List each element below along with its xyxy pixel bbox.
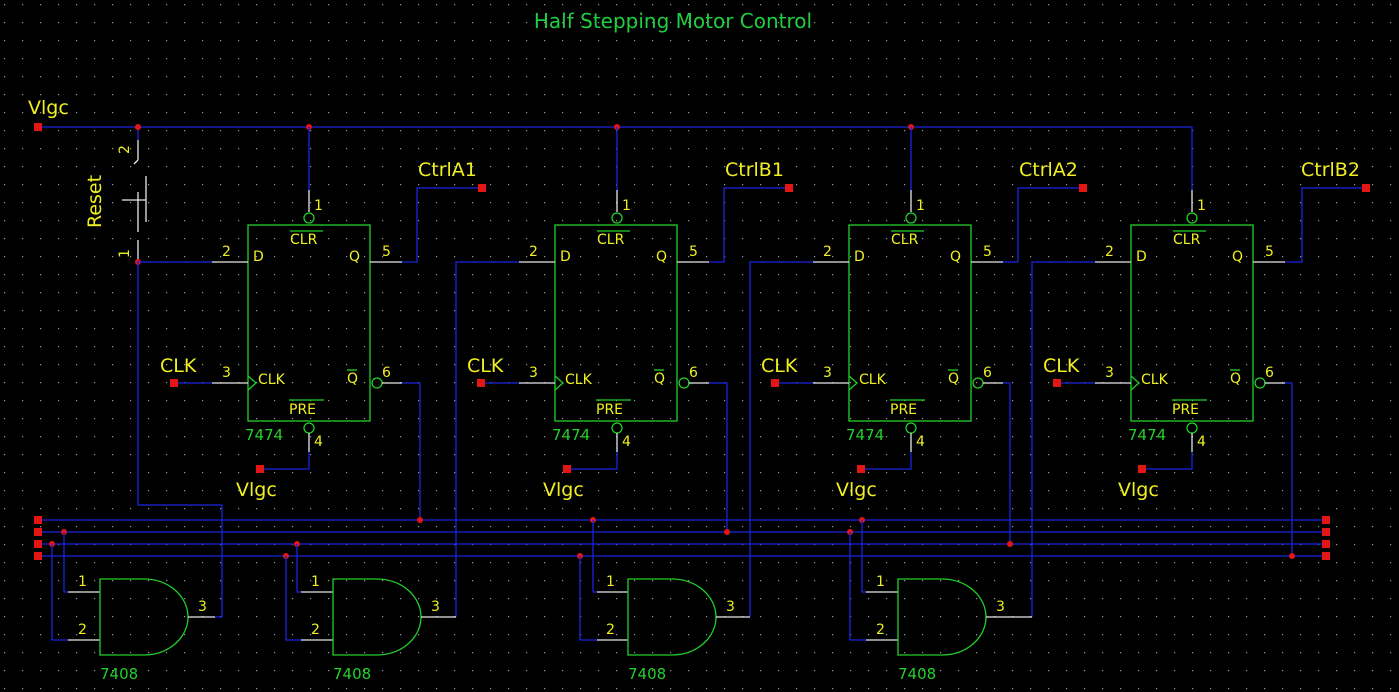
reset-switch[interactable]: Reset 2 1: [84, 140, 223, 618]
ff1-qbar-name: Q: [347, 371, 358, 387]
ctrl-b2-label: CtrlB2: [1301, 159, 1360, 181]
flipflop-7474-2: 1 CLR D 2 Q 5 CtrlB1 CLK 3 CLK Q 6 PRE 4…: [455, 124, 793, 617]
and2-pin-out: 3: [431, 599, 440, 615]
ff1-vlgc-label: Vlgc: [236, 479, 277, 501]
ff4-vlgc-label: Vlgc: [1118, 479, 1159, 501]
and2-part-name: 7408: [333, 665, 371, 683]
ff4-clr-name: CLR: [1173, 232, 1201, 248]
switch-pin-bottom: 1: [117, 249, 133, 258]
and4-pin-in1: 1: [876, 574, 885, 590]
ff2-pin-qbar: 6: [689, 365, 698, 381]
ff2-clk-name: CLK: [565, 372, 593, 388]
and2-pin-in1: 1: [311, 574, 320, 590]
ff3-vlgc-label: Vlgc: [836, 479, 877, 501]
ff3-d-name: D: [854, 249, 865, 265]
ff4-pin-qbar: 6: [1265, 365, 1274, 381]
ff4-pin-clk: 3: [1105, 365, 1114, 381]
and4-part-name: 7408: [898, 665, 936, 683]
ff3-part-name: 7474: [846, 426, 884, 444]
ff1-pin-qbar: 6: [382, 365, 391, 381]
ctrl-b1-label: CtrlB1: [725, 159, 784, 181]
vlgc-label: Vlgc: [28, 97, 69, 119]
ff1-part-name: 7474: [245, 426, 283, 444]
and3-pin-out: 3: [726, 599, 735, 615]
ff3-clk-name: CLK: [859, 372, 887, 388]
ff2-pin-q: 5: [689, 244, 698, 260]
ff3-pin-d: 2: [823, 244, 832, 260]
ff2-part-name: 7474: [552, 426, 590, 444]
ff2-d-name: D: [560, 249, 571, 265]
ff1-clr-name: CLR: [290, 232, 318, 248]
ff1-pin-clr: 1: [314, 198, 323, 214]
ff3-clk-label: CLK: [761, 355, 798, 377]
ff4-clk-label: CLK: [1043, 355, 1080, 377]
signal-bus: [34, 516, 1330, 560]
and-gate-7408-2: 1 2 3 7408: [283, 541, 456, 683]
ff3-pin-qbar: 6: [983, 365, 992, 381]
and1-pin-in1: 1: [78, 574, 87, 590]
ff2-q-name: Q: [656, 249, 667, 265]
and3-pin-in1: 1: [606, 574, 615, 590]
and-gate-7408-3: 1 2 3 7408: [577, 517, 750, 683]
and1-part-name: 7408: [100, 665, 138, 683]
ff3-pin-clk: 3: [823, 365, 832, 381]
ff4-pin-pre: 4: [1197, 434, 1206, 450]
flipflop-7474-1: 1 CLR D 2 Q 5 CtrlA1 CLK 3 CLK Q 6 PRE 4…: [138, 124, 486, 520]
ff1-clk-name: CLK: [258, 372, 286, 388]
ff3-pin-clr: 1: [916, 198, 925, 214]
ff2-vlgc-label: Vlgc: [543, 479, 584, 501]
ff1-pin-d: 2: [222, 244, 231, 260]
ff2-clk-label: CLK: [467, 355, 504, 377]
ff4-part-name: 7474: [1128, 426, 1166, 444]
schematic-title: Half Stepping Motor Control: [534, 9, 812, 33]
ff1-pin-pre: 4: [314, 434, 323, 450]
and-gate-7408-1: 1 2 3 7408: [49, 529, 215, 683]
ff1-clk-label: CLK: [160, 355, 197, 377]
and3-pin-in2: 2: [606, 622, 615, 638]
ff3-pin-q: 5: [983, 244, 992, 260]
ff3-qbar-name: Q: [948, 371, 959, 387]
ff2-pin-d: 2: [529, 244, 538, 260]
ctrl-a2-label: CtrlA2: [1019, 159, 1078, 181]
and-gate-7408-4: 1 2 3 7408: [847, 517, 1032, 683]
ff1-d-name: D: [253, 249, 264, 265]
ff3-pre-name: PRE: [890, 402, 917, 418]
ff4-d-name: D: [1136, 249, 1147, 265]
ff2-clr-name: CLR: [597, 232, 625, 248]
ff4-pin-q: 5: [1265, 244, 1274, 260]
switch-pin-top: 2: [117, 145, 133, 154]
ff1-pin-q: 5: [382, 244, 391, 260]
ff3-q-name: Q: [950, 249, 961, 265]
flipflop-7474-4: 1 CLR D 2 Q 5 CtrlB2 CLK 3 CLK Q 6 PRE 4…: [1031, 159, 1370, 617]
ff4-pre-name: PRE: [1172, 402, 1199, 418]
ff1-q-name: Q: [349, 249, 360, 265]
ctrl-a1-label: CtrlA1: [418, 159, 477, 181]
and1-pin-out: 3: [198, 599, 207, 615]
and2-pin-in2: 2: [311, 622, 320, 638]
and4-pin-in2: 2: [876, 622, 885, 638]
and3-part-name: 7408: [628, 665, 666, 683]
and4-pin-out: 3: [996, 599, 1005, 615]
ff3-pin-pre: 4: [916, 434, 925, 450]
ff1-pin-clk: 3: [222, 365, 231, 381]
ff4-pin-d: 2: [1105, 244, 1114, 260]
reset-label: Reset: [84, 175, 106, 228]
ff4-qbar-name: Q: [1230, 371, 1241, 387]
ff2-pre-name: PRE: [596, 402, 623, 418]
ff4-pin-clr: 1: [1197, 198, 1206, 214]
and1-pin-in2: 2: [78, 622, 87, 638]
ff2-pin-pre: 4: [622, 434, 631, 450]
vlgc-bus: Vlgc: [28, 97, 1193, 190]
ff2-pin-clr: 1: [622, 198, 631, 214]
ff2-pin-clk: 3: [529, 365, 538, 381]
ff4-clk-name: CLK: [1141, 372, 1169, 388]
ff2-qbar-name: Q: [654, 371, 665, 387]
ff4-q-name: Q: [1232, 249, 1243, 265]
ff1-pre-name: PRE: [289, 402, 316, 418]
ff3-clr-name: CLR: [891, 232, 919, 248]
flipflop-7474-3: 1 CLR D 2 Q 5 CtrlA2 CLK 3 CLK Q 6 PRE 4…: [749, 124, 1087, 617]
